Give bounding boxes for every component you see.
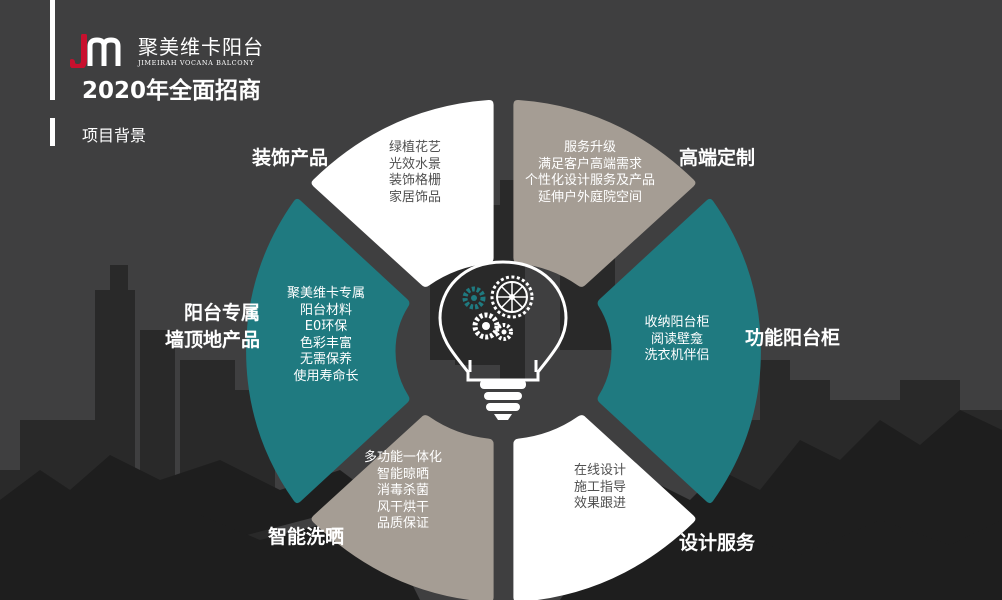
list-item: 延伸户外庭院空间 [537, 189, 642, 205]
title-design: 设计服务 [679, 532, 756, 554]
title-wall-floor-line2: 墙顶地产品 [164, 329, 260, 351]
list-item: 收纳阳台柜 [644, 315, 710, 330]
jm-logo-icon [70, 34, 121, 68]
segment-custom-list: 服务升级 满足客户高端需求 个性化设计服务及产品 延伸户外庭院空间 [510, 140, 670, 206]
list-item: 装饰格栅 [388, 173, 441, 188]
title-smart-laundry: 智能洗晒 [268, 526, 345, 548]
segment-smart-laundry [311, 415, 494, 600]
list-item: 品质保证 [376, 516, 429, 531]
list-item: E0环保 [304, 319, 348, 334]
list-item: 使用寿命长 [293, 368, 359, 384]
list-item: 聚美维卡专属 [286, 286, 365, 301]
list-item: 阳台材料 [299, 302, 352, 318]
list-item: 家居饰品 [388, 189, 441, 205]
list-item: 风干烘干 [376, 499, 429, 515]
segment-cabinet-list: 收纳阳台柜 阅读壁龛 洗衣机伴侣 [628, 315, 726, 365]
list-item: 智能晾晒 [376, 466, 429, 482]
list-item: 效果跟进 [573, 496, 626, 511]
headline: 2020年全面招商 [82, 78, 262, 104]
segment-smart-laundry-list: 多功能一体化 智能晾晒 消毒杀菌 风干烘干 品质保证 [348, 450, 458, 533]
ring-segments [246, 99, 761, 600]
title-decor: 装饰产品 [252, 147, 329, 169]
list-item: 洗衣机伴侣 [644, 348, 710, 363]
section-accent-bar [50, 118, 55, 146]
segment-decor [311, 99, 494, 287]
list-item: 在线设计 [573, 463, 626, 478]
title-wall-floor-line1: 阳台专属 [183, 302, 260, 324]
list-item: 服务升级 [563, 140, 616, 155]
list-item: 消毒杀菌 [376, 483, 429, 498]
lightbulb-gears-icon [438, 260, 568, 420]
header-accent-bar [50, 0, 55, 100]
segment-decor-list: 绿植花艺 光效水景 装饰格栅 家居饰品 [360, 140, 470, 206]
segment-wall-floor-list: 聚美维卡专属 阳台材料 E0环保 色彩丰富 无需保养 使用寿命长 [272, 286, 380, 385]
title-cabinet: 功能阳台柜 [745, 327, 841, 349]
section-title: 项目背景 [82, 126, 147, 145]
segment-design-list: 在线设计 施工指导 效果跟进 [545, 463, 655, 513]
segment-cabinet [597, 198, 761, 504]
list-item: 无需保养 [299, 352, 352, 367]
list-item: 阅读壁龛 [650, 331, 703, 347]
list-item: 绿植花艺 [388, 140, 441, 155]
list-item: 色彩丰富 [299, 335, 352, 351]
brand-name-cn: 聚美维卡阳台 [138, 34, 264, 59]
segment-design [513, 415, 696, 600]
list-item: 施工指导 [573, 479, 626, 495]
list-item: 满足客户高端需求 [537, 156, 642, 172]
brand-logo: 聚美维卡阳台 JIMEIRAH VOCANA BALCONY [70, 34, 264, 68]
brand-name-en: JIMEIRAH VOCANA BALCONY [138, 58, 255, 67]
list-item: 个性化设计服务及产品 [524, 173, 655, 188]
segment-wall-floor [246, 198, 410, 504]
segment-custom [513, 99, 696, 287]
list-item: 多功能一体化 [363, 450, 442, 465]
list-item: 光效水景 [388, 156, 441, 172]
title-custom: 高端定制 [679, 147, 756, 169]
